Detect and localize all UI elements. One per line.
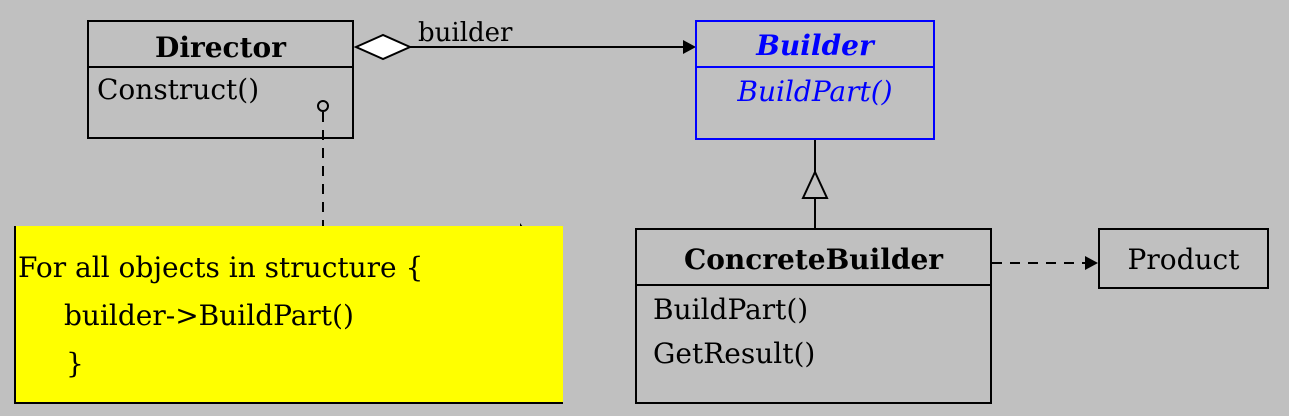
dependency-arrowhead <box>1085 256 1098 270</box>
director-class: Director Construct() <box>87 20 354 139</box>
builder-class-name: Builder <box>756 29 874 62</box>
aggregation-diamond <box>353 33 413 61</box>
association-arrowhead <box>683 40 696 54</box>
builder-operation: BuildPart() <box>737 75 893 108</box>
concrete-builder-divider <box>637 284 990 286</box>
director-class-name: Director <box>155 31 286 64</box>
product-class: Product <box>1098 228 1269 289</box>
builder-divider <box>697 66 933 68</box>
construct-note: For all objects in structure { builder->… <box>14 226 563 404</box>
product-class-name: Product <box>1127 243 1240 276</box>
generalization-triangle <box>801 169 829 199</box>
concrete-builder-class: ConcreteBuilder BuildPart() GetResult() <box>635 228 992 404</box>
note-line-2: builder->BuildPart() <box>64 299 354 332</box>
note-line-3: } <box>66 347 84 380</box>
note-anchor-circle <box>317 100 329 112</box>
concrete-builder-class-name: ConcreteBuilder <box>683 243 944 276</box>
concrete-builder-operation-buildpart: BuildPart() <box>653 293 809 326</box>
association-role-label: builder <box>418 18 513 48</box>
director-operation: Construct() <box>97 73 260 106</box>
concrete-builder-operation-getresult: GetResult() <box>653 337 816 370</box>
builder-class: Builder BuildPart() <box>695 20 935 140</box>
note-line-1: For all objects in structure { <box>18 251 424 284</box>
director-divider <box>89 66 352 68</box>
